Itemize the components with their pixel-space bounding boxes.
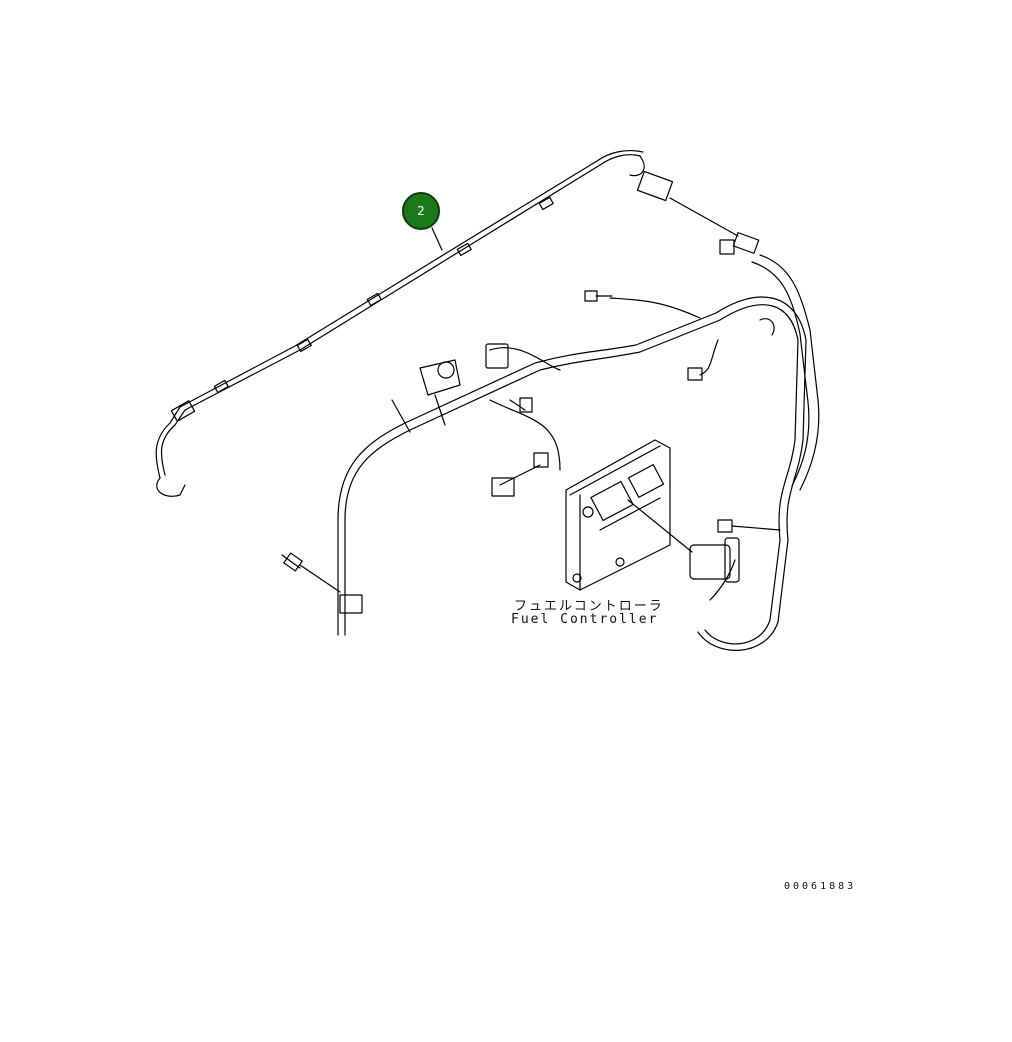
upper-harness [155,149,760,497]
drawing-number: 00061883 [784,881,857,892]
fuel-controller-unit [565,439,671,591]
fuel-controller-label-en: Fuel Controller [511,612,659,627]
callout-leader [431,227,443,251]
main-harness [281,239,820,651]
fuel-controller-label-jp: フュエルコントローラ [514,599,664,614]
callout-2[interactable]: 2 [402,192,440,230]
